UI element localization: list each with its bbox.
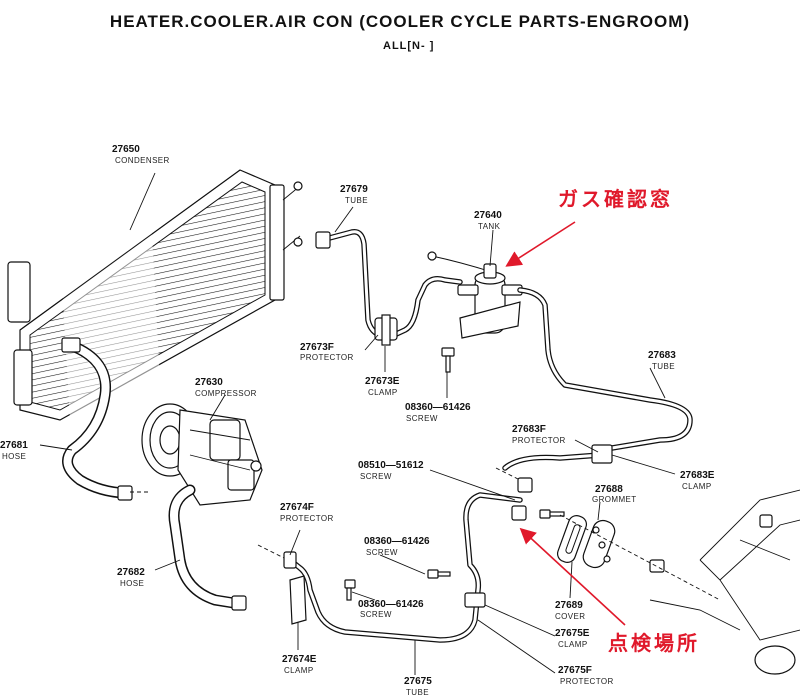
gas-check-annotation: ガス確認窓	[558, 187, 673, 211]
label-27673f-name: PROTECTOR	[300, 353, 354, 362]
label-27683-number: 27683	[648, 350, 676, 361]
label-27688-number: 27688	[595, 484, 623, 495]
vehicle-frame-illustration	[649, 489, 800, 675]
screw-08510-icon	[539, 509, 565, 519]
inspection-point-annotation: 点検場所	[608, 631, 700, 655]
label-27675-name: TUBE	[406, 688, 429, 697]
label-08360-b-number: 08360—61426	[364, 536, 430, 547]
label-08360-c-number: 08360—61426	[358, 599, 424, 610]
label-27683-name: TUBE	[652, 362, 675, 371]
screw-08360-a-icon	[441, 347, 455, 373]
applicability-note: ALL[N- ]	[383, 40, 435, 52]
screw-08360-b-icon	[427, 569, 451, 579]
label-27683e-number: 27683E	[680, 470, 715, 481]
label-27688-name: GROMMET	[592, 495, 637, 504]
label-27679-name: TUBE	[345, 196, 368, 205]
tank-illustration	[427, 251, 693, 453]
condenser-illustration	[7, 169, 303, 421]
label-08360-a-number: 08360—61426	[405, 402, 471, 413]
gas-check-arrow	[505, 221, 576, 267]
label-27675f-name: PROTECTOR	[560, 677, 614, 686]
label-27675e-name: CLAMP	[558, 640, 588, 649]
label-08360-b-name: SCREW	[366, 548, 398, 557]
label-27640-number: 27640	[474, 210, 502, 221]
label-27630-number: 27630	[195, 377, 223, 388]
label-27674e-name: CLAMP	[284, 666, 314, 675]
label-27673e-name: CLAMP	[368, 388, 398, 397]
page-title: HEATER.COOLER.AIR CON (COOLER CYCLE PART…	[109, 12, 691, 31]
label-08510-name: SCREW	[360, 472, 392, 481]
label-27673f-number: 27673F	[300, 342, 334, 353]
label-27681-name: HOSE	[2, 452, 26, 461]
label-27683f-number: 27683F	[512, 424, 546, 435]
label-08510-number: 08510—51612	[358, 460, 424, 471]
grommet-27688-icon	[582, 519, 616, 569]
inspection-point-arrow	[519, 527, 626, 626]
label-27681-number: 27681	[0, 440, 28, 451]
tube-27675-illustration	[283, 444, 613, 643]
label-27674e-number: 27674E	[282, 654, 317, 665]
label-27682-name: HOSE	[120, 579, 144, 588]
label-08360-c-name: SCREW	[360, 610, 392, 619]
cover-27689-icon	[556, 515, 588, 563]
label-27650-number: 27650	[112, 144, 140, 155]
label-27630-name: COMPRESSOR	[195, 389, 257, 398]
label-27683e-name: CLAMP	[682, 482, 712, 491]
label-27650-name: CONDENSER	[115, 156, 170, 165]
label-08360-a-name: SCREW	[406, 414, 438, 423]
label-27673e-number: 27673E	[365, 376, 400, 387]
label-27674f-number: 27674F	[280, 502, 314, 513]
screw-08360-c-icon	[344, 579, 356, 601]
label-27683f-name: PROTECTOR	[512, 436, 566, 445]
label-27675f-number: 27675F	[558, 665, 592, 676]
label-27675-number: 27675	[404, 676, 432, 687]
label-27675e-number: 27675E	[555, 628, 590, 639]
label-27674f-name: PROTECTOR	[280, 514, 334, 523]
hose-27682-illustration	[168, 484, 247, 611]
tube-27679-illustration	[315, 229, 463, 346]
label-27689-number: 27689	[555, 600, 583, 611]
compressor-illustration	[141, 403, 263, 506]
leader-lines	[39, 172, 676, 675]
label-27689-name: COVER	[555, 612, 585, 621]
label-27679-number: 27679	[340, 184, 368, 195]
hose-27681-illustration	[61, 337, 133, 501]
label-27640-name: TANK	[478, 222, 501, 231]
label-27682-number: 27682	[117, 567, 145, 578]
